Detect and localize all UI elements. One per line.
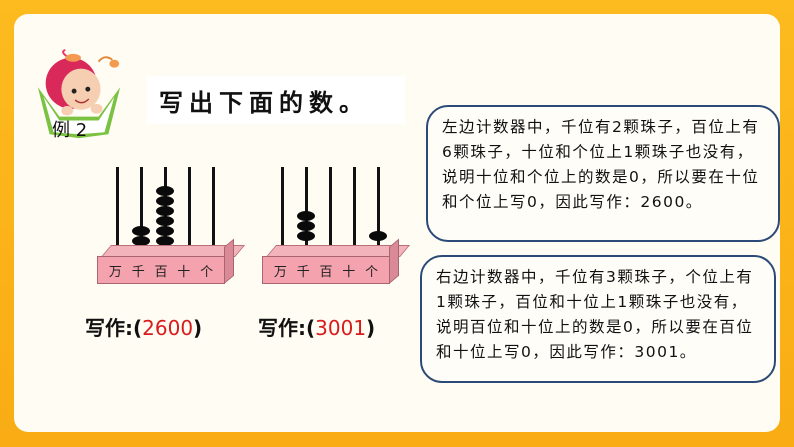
abacus-left: 万 千 百 十 个 bbox=[95, 167, 246, 287]
bead bbox=[156, 196, 174, 206]
rod-qian bbox=[305, 167, 308, 247]
bead bbox=[156, 226, 174, 236]
answer-left-suffix: ) bbox=[193, 316, 203, 340]
abacus-base-side bbox=[389, 238, 399, 284]
bead bbox=[369, 231, 387, 241]
place-label-shi: 十 bbox=[342, 264, 356, 280]
rod-qian bbox=[140, 167, 143, 247]
explanation-right-bubble: 右边计数器中，千位有3颗珠子，个位上有1颗珠子，百位和十位上1颗珠子也没有，说明… bbox=[420, 255, 776, 383]
answer-left-value: 2600 bbox=[142, 316, 194, 340]
rod-wan bbox=[281, 167, 284, 247]
answer-right-prefix: 写作:( bbox=[258, 316, 316, 340]
example-number-label: 例 2 bbox=[52, 120, 88, 141]
explanation-left-bubble: 左边计数器中，千位有2颗珠子，百位上有6颗珠子，十位和个位上1颗珠子也没有，说明… bbox=[426, 105, 780, 242]
answer-left: 写作:(2600) bbox=[85, 312, 202, 341]
abacus-right: 万 千 百 十 个 bbox=[260, 167, 411, 287]
answer-right-value: 3001 bbox=[315, 316, 367, 340]
bead bbox=[132, 236, 150, 246]
rod-wan bbox=[116, 167, 119, 247]
rod-shi bbox=[188, 167, 191, 247]
place-label-shi: 十 bbox=[177, 264, 191, 280]
bead bbox=[156, 236, 174, 246]
rod-bai bbox=[329, 167, 332, 247]
bead bbox=[156, 186, 174, 196]
place-label-wan: 万 bbox=[273, 264, 287, 280]
place-label-wan: 万 bbox=[108, 264, 122, 280]
place-label-qian: 千 bbox=[296, 264, 310, 280]
place-label-bai: 百 bbox=[154, 264, 168, 280]
rod-shi bbox=[353, 167, 356, 247]
page-title: 写出下面的数。 bbox=[147, 76, 405, 124]
abacus-base-side bbox=[224, 238, 234, 284]
bead bbox=[132, 226, 150, 236]
bead bbox=[297, 231, 315, 241]
place-label-ge: 个 bbox=[365, 264, 379, 280]
rod-ge bbox=[377, 167, 380, 247]
rod-ge bbox=[212, 167, 215, 247]
abacus-base-labels: 万 千 百 十 个 bbox=[97, 256, 225, 284]
answer-right-suffix: ) bbox=[366, 316, 376, 340]
place-label-ge: 个 bbox=[200, 264, 214, 280]
place-label-bai: 百 bbox=[319, 264, 333, 280]
mascot-reading-book-icon bbox=[37, 49, 121, 139]
answer-right: 写作:(3001) bbox=[258, 312, 375, 341]
answer-left-prefix: 写作:( bbox=[85, 316, 143, 340]
bead bbox=[156, 206, 174, 216]
bead bbox=[297, 221, 315, 231]
bead bbox=[297, 211, 315, 221]
bead bbox=[156, 216, 174, 226]
abacus-base-labels: 万 千 百 十 个 bbox=[262, 256, 390, 284]
place-label-qian: 千 bbox=[131, 264, 145, 280]
